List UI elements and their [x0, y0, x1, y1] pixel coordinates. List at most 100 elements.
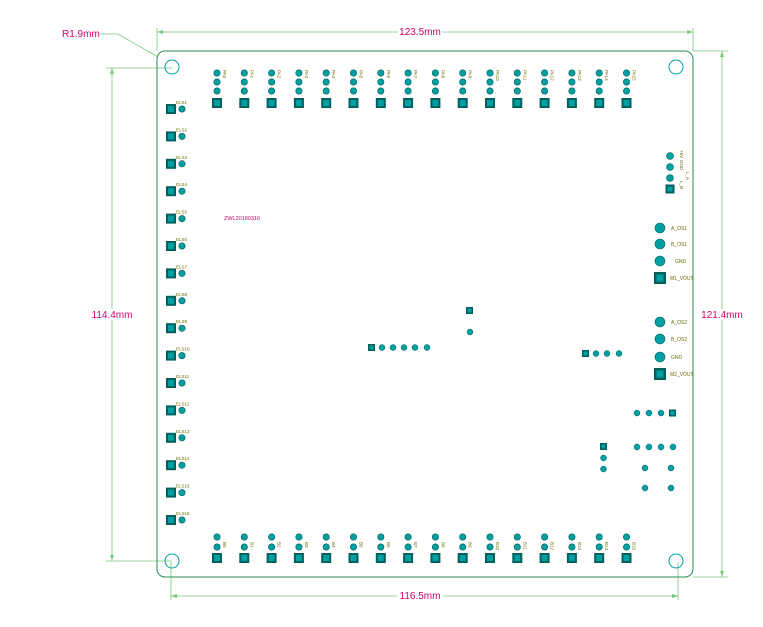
- left-header-label: ELS16: [176, 511, 190, 516]
- round-pad: [622, 87, 630, 95]
- square-pad: [512, 553, 523, 563]
- bottom-header-label: B2: [277, 542, 282, 548]
- motor1-connector: A_OS1 B_OS1 GND M1_VOUT: [654, 222, 694, 284]
- motor2-connector: A_OS2 B_OS2 GND M2_VOUT: [654, 316, 694, 380]
- round-pad: [431, 543, 439, 551]
- square-pad: [166, 104, 176, 114]
- pin-label: B_OS1: [671, 242, 687, 248]
- top-header-label: PA8: [440, 70, 445, 79]
- square-pad: [166, 213, 176, 224]
- bottom-header-label: B6: [386, 542, 391, 548]
- round-pad: [404, 533, 412, 541]
- square-pad: [594, 98, 605, 108]
- round-pad: [377, 533, 385, 541]
- round-pad: [178, 242, 186, 250]
- bottom-header-label: B15: [632, 542, 637, 551]
- bottom-header-label: B5: [359, 542, 364, 548]
- square-pad: [539, 98, 550, 108]
- round-pad: [568, 87, 576, 95]
- square-pad: [621, 553, 632, 563]
- round-pad: [541, 543, 549, 551]
- left-height-dimension: 114.4mm: [92, 310, 133, 321]
- square-pad: [485, 98, 495, 108]
- round-pad: [622, 533, 630, 541]
- bottom-header-label: B13: [577, 542, 582, 551]
- round-pad: [568, 78, 576, 86]
- mounting-holes: [164, 59, 684, 569]
- round-pad: [213, 69, 221, 77]
- square-pad: [166, 268, 176, 279]
- pin-label: B_OS2: [671, 337, 687, 343]
- square-pad: [266, 553, 277, 563]
- round-pad: [240, 78, 248, 86]
- round-pad: [622, 543, 630, 551]
- square-pad: [166, 405, 176, 416]
- round-pad: [295, 543, 303, 551]
- right-lower-header: [633, 409, 676, 417]
- bottom-header-pin: B14: [594, 533, 609, 563]
- round-pad: [595, 543, 603, 551]
- bottom-header-pin: B11: [512, 533, 527, 563]
- square-pad: [293, 98, 304, 108]
- bottom-header-pin: B0: [212, 533, 227, 563]
- round-pad: [377, 87, 385, 95]
- square-pad: [348, 98, 359, 108]
- top-header-label: PA0: [222, 70, 227, 79]
- round-pad: [541, 533, 549, 541]
- left-header: ELS1ELS2ELS3ELS4ELS5ELS6ELS7ELS8ELS9ELS1…: [166, 100, 190, 525]
- round-pad: [295, 78, 303, 86]
- top-header-label: PA6: [386, 70, 391, 79]
- left-header-pin: ELS6: [166, 237, 188, 251]
- left-header-label: ELS9: [176, 319, 188, 324]
- round-pad: [404, 69, 412, 77]
- left-header-pin: ELS15: [166, 484, 190, 498]
- pin-label: L_A: [685, 172, 690, 180]
- square-pad: [403, 98, 414, 108]
- square-pad: [512, 98, 523, 108]
- board-id-label: ZWL20180316: [224, 216, 260, 222]
- bottom-header-label: B9: [468, 542, 473, 548]
- square-pad: [239, 553, 250, 563]
- square-pad: [166, 487, 176, 498]
- top-header-label: PA11: [522, 70, 527, 81]
- bottom-width-dimension: 116.5mm: [400, 591, 441, 602]
- round-pad: [240, 69, 248, 77]
- square-pad: [594, 553, 605, 563]
- round-pad: [349, 69, 357, 77]
- square-pad: [457, 553, 468, 563]
- left-header-label: ELS10: [176, 347, 190, 352]
- bottom-header-pin: B12: [539, 533, 555, 563]
- round-pad: [240, 533, 248, 541]
- mounting-hole: [668, 59, 684, 75]
- top-header-pin: PA2: [266, 69, 282, 108]
- round-pad: [322, 69, 330, 77]
- left-header-pin: ELS9: [166, 319, 188, 334]
- round-pad: [486, 78, 494, 86]
- top-header-label: PA5: [359, 70, 364, 79]
- square-pad: [166, 323, 176, 334]
- square-pad: [348, 553, 359, 563]
- square-pad: [375, 553, 386, 563]
- power-connector: +5V GND L_A L_B: [665, 150, 690, 194]
- square-pad: [166, 295, 176, 306]
- center-vertical-connector: [466, 307, 474, 336]
- round-pad: [178, 434, 186, 442]
- round-pad: [377, 78, 385, 86]
- top-header-label: PA2: [277, 70, 282, 79]
- left-header-pin: ELS8: [166, 292, 188, 306]
- square-pad: [166, 241, 176, 251]
- left-header-pin: ELS5: [166, 210, 188, 224]
- top-header-pin: PA14: [594, 69, 609, 108]
- left-header-label: ELS8: [176, 292, 188, 297]
- round-pad: [513, 543, 521, 551]
- bottom-header-label: B0: [222, 542, 227, 548]
- top-header-pin: PA3: [293, 69, 309, 108]
- square-pad: [485, 553, 495, 563]
- top-header-pin: PA15: [621, 69, 637, 108]
- square-pad: [266, 98, 277, 108]
- round-pad: [295, 533, 303, 541]
- round-pad: [213, 87, 221, 95]
- round-pad: [178, 215, 186, 223]
- round-pad: [295, 69, 303, 77]
- round-pad: [178, 269, 186, 277]
